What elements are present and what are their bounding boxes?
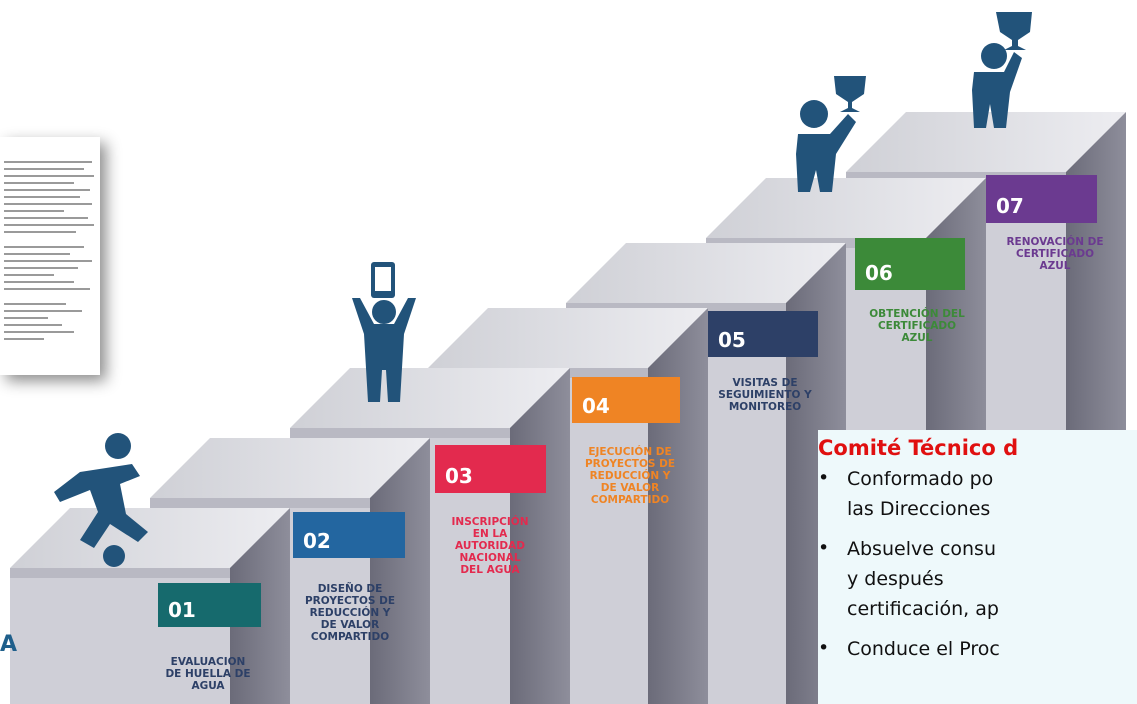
document-text-line <box>4 267 78 269</box>
step-top-face <box>566 243 846 303</box>
step-number-box <box>708 311 818 357</box>
step-side-face <box>370 438 430 704</box>
panel-title: Comité Técnico d <box>818 436 1019 460</box>
step-top-face <box>428 308 708 368</box>
step-number: 07 <box>996 194 1024 218</box>
step-top-face <box>150 438 430 498</box>
step-number: 03 <box>445 464 473 488</box>
bullet-dot: • <box>818 537 830 559</box>
person-trophy-icon <box>796 76 866 192</box>
document-text-line <box>4 217 88 219</box>
step-side-face <box>648 308 708 704</box>
person-tablet-icon <box>352 262 416 402</box>
step-number-box <box>986 175 1097 223</box>
document-text-line <box>4 224 94 226</box>
step-top-face <box>290 368 570 428</box>
step-number: 02 <box>303 529 331 553</box>
document-text-line <box>4 317 48 319</box>
step-number-box <box>435 445 546 493</box>
step-number: 01 <box>168 598 196 622</box>
step-label-04: EJECUCIÓN DE PROYECTOS DE REDUCCIÓN Y DE… <box>584 446 675 506</box>
document-text-line <box>4 281 74 283</box>
step-label-07: RENOVACIÓN DE CERTIFICADO AZUL <box>1006 236 1104 272</box>
bullet-text-line: y después <box>847 568 944 590</box>
bullet-dot: • <box>818 467 830 489</box>
document-text-line <box>4 210 64 212</box>
step-top-face <box>10 508 290 568</box>
trophy-icon <box>972 12 1032 128</box>
step-label-06: OBTENCIÓN DEL CERTIFICADO AZUL <box>869 308 965 344</box>
bullet-text-line: Conduce el Proc <box>847 638 1000 660</box>
document-text-line <box>4 310 82 312</box>
step-number: 05 <box>718 328 746 352</box>
step-label-05: VISITAS DE SEGUIMIENTO Y MONITOREO <box>718 377 812 413</box>
step-top-face <box>706 178 986 238</box>
document-text-line <box>4 253 70 255</box>
step-number-box <box>158 583 261 627</box>
document-text-line <box>4 203 92 205</box>
step-top-face <box>846 112 1126 172</box>
document-text-line <box>4 338 44 340</box>
bullet-text-line: las Direcciones <box>847 498 991 520</box>
step-edge <box>150 498 370 508</box>
edge-letter: A <box>0 632 18 657</box>
step-number: 04 <box>582 394 610 418</box>
document-text-line <box>4 274 54 276</box>
step-number-box <box>572 377 680 423</box>
step-edge <box>290 428 510 438</box>
document-text-line <box>4 288 90 290</box>
step-number-box <box>855 238 965 290</box>
step-number: 06 <box>865 261 893 285</box>
certificate-document <box>0 137 100 375</box>
document-text-line <box>4 246 84 248</box>
document-text-line <box>4 175 94 177</box>
document-text-line <box>4 303 66 305</box>
step-edge <box>10 568 230 578</box>
step-label-02: DISEÑO DE PROYECTOS DE REDUCCIÓN Y DE VA… <box>304 583 395 643</box>
document-text-line <box>4 182 74 184</box>
committee-panel: Comité Técnico d • Conformado po las Direc… <box>818 430 1137 704</box>
document-text-line <box>4 196 80 198</box>
step-label-03: INSCRIPCIÓN EN LA AUTORIDAD NACIONAL DEL… <box>451 516 529 576</box>
step-label-01: EVALUACION DE HUELLA DE AGUA <box>165 656 251 692</box>
document-text-line <box>4 324 62 326</box>
document-text-line <box>4 189 90 191</box>
bullet-dot: • <box>818 637 830 659</box>
document-text-line <box>4 161 92 163</box>
step-edge <box>846 172 1066 182</box>
document-text-line <box>4 231 76 233</box>
document-text-line <box>4 168 84 170</box>
soccer-player-icon <box>54 433 148 567</box>
document-text-line <box>4 331 74 333</box>
bullet-text-line: Absuelve consu <box>847 538 996 560</box>
step-number-box <box>293 512 405 558</box>
step-01: 01 <box>10 508 290 704</box>
bullet-text-line: Conformado po <box>847 468 994 490</box>
document-text-line <box>4 260 92 262</box>
bullet-text-line: certificación, ap <box>847 598 999 620</box>
